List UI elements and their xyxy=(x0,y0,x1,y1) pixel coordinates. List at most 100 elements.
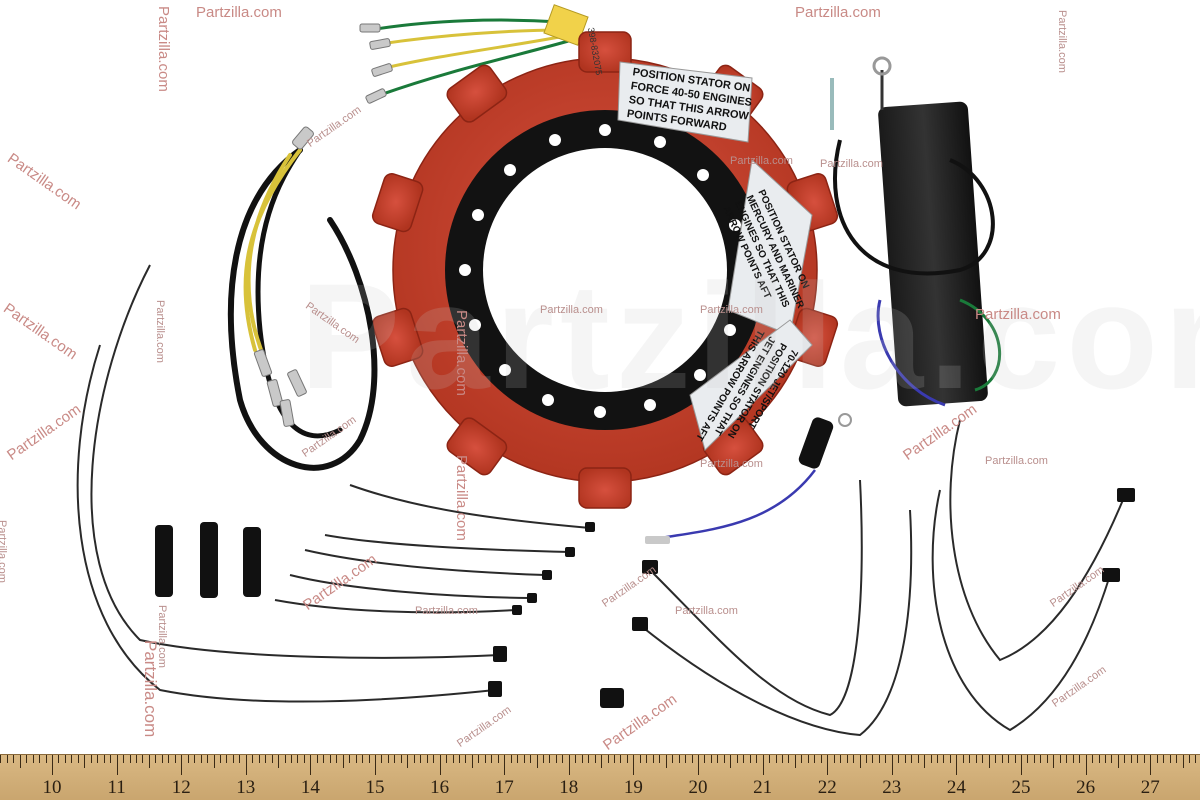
ruler-tick xyxy=(982,755,984,763)
ruler-tick xyxy=(1092,755,1094,763)
ruler-tick xyxy=(769,755,771,763)
ruler-tick xyxy=(219,755,221,763)
ruler-tick xyxy=(316,755,318,763)
ruler-tick xyxy=(685,755,687,763)
ruler-tick xyxy=(904,755,906,763)
ruler-tick xyxy=(762,755,764,775)
ruler-tick xyxy=(736,755,738,763)
ruler-tick xyxy=(943,755,945,763)
ruler-tick xyxy=(801,755,803,763)
ruler-tick xyxy=(911,755,913,763)
ruler-tick xyxy=(568,755,570,775)
ruler-tick xyxy=(1001,755,1003,763)
ruler-tick xyxy=(723,755,725,763)
ruler-tick xyxy=(956,755,958,775)
ruler-tick xyxy=(1027,755,1029,763)
ruler-tick xyxy=(1021,755,1022,775)
ruler-tick xyxy=(549,755,551,763)
ruler-tick xyxy=(781,755,783,763)
ruler-tick xyxy=(407,755,409,768)
ruler-tick xyxy=(1079,755,1081,763)
ruler-tick xyxy=(1130,755,1132,763)
ruler-number: 17 xyxy=(494,777,514,798)
ruler-tick xyxy=(691,755,693,763)
ruler-tick xyxy=(924,755,926,768)
ruler-tick xyxy=(1176,755,1178,763)
ruler-tick xyxy=(349,755,351,763)
ruler-tick xyxy=(530,755,532,763)
ruler-tick xyxy=(413,755,415,763)
ruler-tick xyxy=(639,755,641,763)
ruler-tick xyxy=(452,755,454,763)
ruler-tick xyxy=(962,755,964,763)
ruler-tick xyxy=(58,755,60,763)
ruler-tick xyxy=(575,755,577,763)
ruler-number: 13 xyxy=(236,777,256,798)
ruler-tick xyxy=(446,755,448,763)
ruler-tick xyxy=(161,755,163,763)
ruler-tick xyxy=(510,755,512,763)
ruler-tick xyxy=(626,755,628,763)
ruler-tick xyxy=(387,755,389,763)
cable-ties xyxy=(76,264,1135,737)
ruler-tick xyxy=(478,755,480,763)
ruler-tick xyxy=(64,755,66,763)
ruler-tick xyxy=(891,755,893,775)
ruler-number: 14 xyxy=(300,777,320,798)
ruler-tick xyxy=(252,755,254,763)
ruler-tick xyxy=(77,755,79,763)
ruler-tick xyxy=(375,755,376,775)
ruler-tick xyxy=(995,755,997,763)
ruler-tick xyxy=(607,755,609,763)
ruler-tick xyxy=(187,755,189,763)
stator: POSITION STATOR ON FORCE 40-50 ENGINES S… xyxy=(371,27,839,509)
rectifier-module xyxy=(830,56,1002,407)
ruler-tick xyxy=(355,755,357,763)
ruler-tick xyxy=(749,755,751,763)
ruler-tick xyxy=(6,755,8,763)
ruler-number: 27 xyxy=(1140,777,1160,798)
ruler-tick xyxy=(1014,755,1016,763)
ruler-number: 24 xyxy=(946,777,966,798)
ruler-number: 18 xyxy=(559,777,579,798)
ruler-tick xyxy=(439,755,441,775)
heat-shrink-tubes xyxy=(155,522,624,708)
ruler-tick xyxy=(155,755,157,763)
ruler-tick xyxy=(116,755,118,775)
ruler-tick xyxy=(1053,755,1055,768)
ruler-tick xyxy=(129,755,131,763)
ruler-tick xyxy=(19,755,21,768)
ruler-tick xyxy=(1117,755,1119,768)
ruler-tick xyxy=(329,755,331,763)
ruler-tick xyxy=(846,755,848,763)
ruler-number: 26 xyxy=(1076,777,1096,798)
ruler-number: 11 xyxy=(107,777,126,798)
ruler-tick xyxy=(840,755,842,763)
ruler-tick xyxy=(937,755,939,763)
ruler-tick xyxy=(581,755,583,763)
wire-harness-left xyxy=(227,126,378,471)
ruler-tick xyxy=(174,755,176,763)
ruler-tick xyxy=(45,755,47,763)
ruler-tick xyxy=(39,755,41,763)
ruler-tick xyxy=(310,755,312,775)
ruler-tick xyxy=(135,755,137,763)
ruler-tick xyxy=(555,755,557,763)
ruler-tick xyxy=(601,755,603,768)
ruler-tick xyxy=(1046,755,1048,763)
ruler-tick xyxy=(1169,755,1171,763)
ruler-number: 23 xyxy=(882,777,902,798)
ruler-tick xyxy=(491,755,493,763)
ruler-tick xyxy=(594,755,596,763)
ruler-tick xyxy=(1072,755,1074,763)
ruler-tick xyxy=(394,755,396,763)
ruler-tick xyxy=(1124,755,1126,763)
ruler-tick xyxy=(0,755,2,763)
ruler-tick xyxy=(562,755,564,763)
ruler-tick xyxy=(930,755,932,763)
ruler-tick xyxy=(1143,755,1145,763)
ruler-tick xyxy=(1033,755,1035,763)
ruler-tick xyxy=(975,755,977,763)
ruler-tick xyxy=(142,755,144,763)
